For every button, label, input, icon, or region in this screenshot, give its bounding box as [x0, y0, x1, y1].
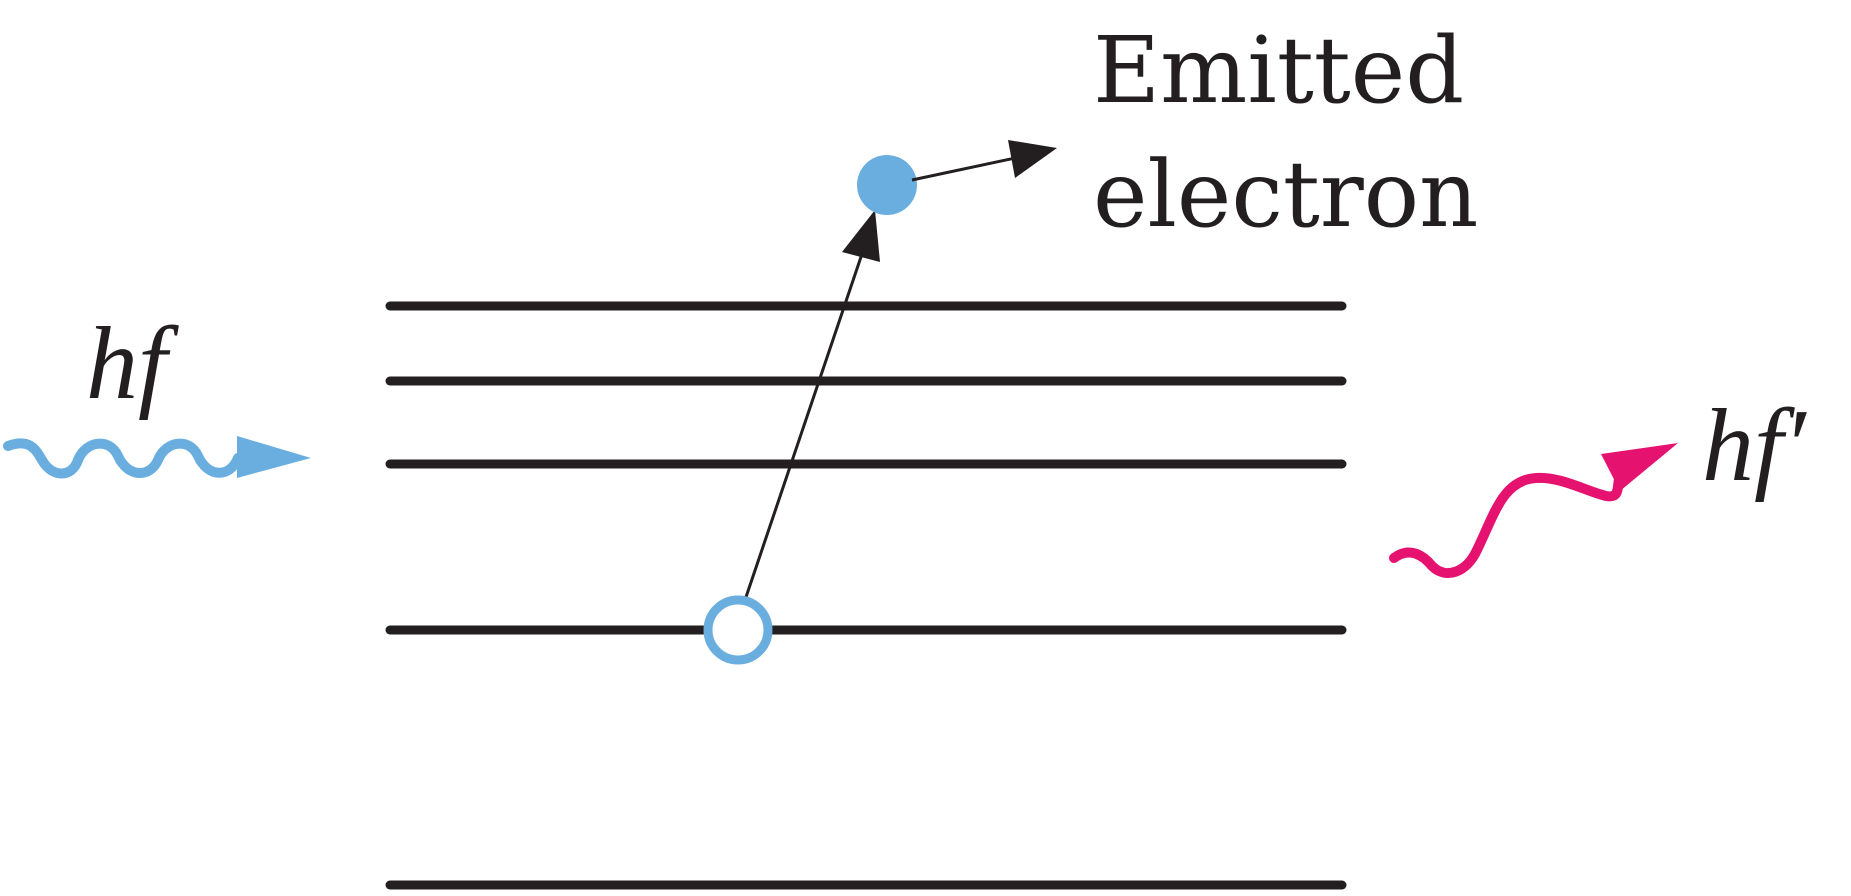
- vacancy-hollow-circle-icon: [703, 595, 773, 665]
- emitted-electron-filled-circle-icon: [857, 155, 917, 215]
- scattered-photon-label: hf′: [1702, 388, 1808, 503]
- emitted-electron-label-line1: Emitted: [1093, 17, 1464, 124]
- energy-levels: [385, 301, 1347, 890]
- incident-photon-wavy-arrow-icon: [3, 436, 311, 479]
- transition-arrow: [743, 210, 880, 601]
- incident-photon-label: hf: [86, 306, 179, 421]
- electron-direction-arrow: [911, 140, 1057, 182]
- electron-direction-arrowhead: [1008, 140, 1057, 178]
- emitted-electron-label-line2: electron: [1093, 141, 1478, 248]
- scattered-photon-wavy-arrow-icon: [1389, 443, 1678, 578]
- transition-arrowhead: [842, 210, 880, 262]
